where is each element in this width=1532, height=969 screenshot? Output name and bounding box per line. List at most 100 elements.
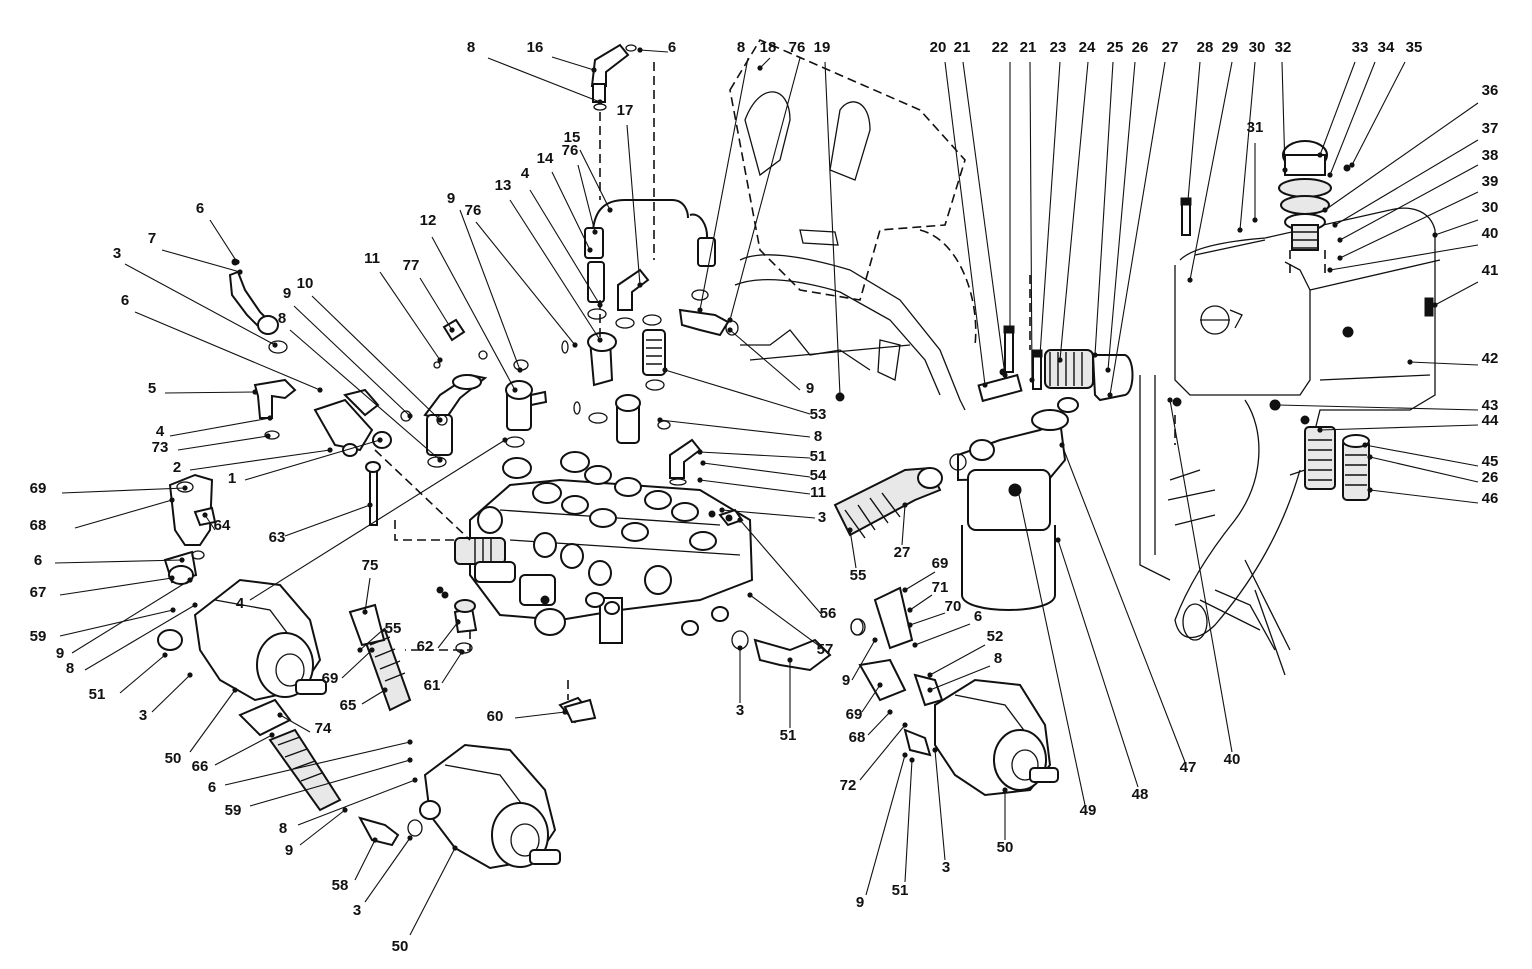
- leader-line: [867, 711, 891, 736]
- leader-line: [509, 199, 601, 341]
- callout-label-68: 68: [30, 517, 47, 534]
- leader-line: [279, 714, 311, 733]
- callout-label-45: 45: [1482, 453, 1499, 470]
- callout-label-55: 55: [385, 620, 402, 637]
- hydraulic-tank: [1139, 140, 1441, 676]
- leader-line: [1187, 61, 1201, 201]
- callout-label-39: 39: [1482, 173, 1499, 190]
- callout-label-8: 8: [278, 310, 286, 327]
- leader-line: [1239, 61, 1256, 231]
- callout-label-60: 60: [487, 708, 504, 725]
- leader-dot: [927, 687, 933, 693]
- leader-dot: [512, 387, 518, 393]
- leader-dot: [657, 417, 663, 423]
- hydraulic-pump-left: [157, 578, 327, 702]
- leader-dot: [637, 47, 643, 53]
- leader-line: [1094, 61, 1114, 356]
- guide-lines: [374, 62, 1326, 700]
- leader-dot: [407, 757, 413, 763]
- leader-line: [1189, 61, 1233, 281]
- leader-dot: [377, 437, 383, 443]
- leader-dot: [1362, 442, 1368, 448]
- leader-line: [364, 837, 411, 903]
- leader-line: [1329, 244, 1479, 271]
- leader-dot: [697, 477, 703, 483]
- leader-dot: [737, 645, 743, 651]
- leader-line: [865, 754, 906, 896]
- leader-dot: [837, 392, 843, 398]
- hydraulic-pump-center: [419, 743, 561, 870]
- callout-label-72: 72: [840, 777, 857, 794]
- leader-dot: [1015, 487, 1021, 493]
- leader-dot: [1055, 537, 1061, 543]
- leader-dot: [1002, 787, 1008, 793]
- callout-label-8: 8: [66, 660, 74, 677]
- callout-label-8: 8: [994, 650, 1002, 667]
- callout-label-21: 21: [954, 39, 971, 56]
- leader-dot: [1105, 367, 1111, 373]
- callout-label-71: 71: [932, 579, 949, 596]
- callout-label-16: 16: [527, 39, 544, 56]
- leader-dot: [437, 357, 443, 363]
- leader-dot: [637, 282, 643, 288]
- leader-line: [1339, 164, 1479, 241]
- leader-line: [475, 221, 576, 346]
- leader-line: [664, 369, 811, 415]
- leader-line: [859, 724, 906, 781]
- leader-line: [1434, 219, 1479, 236]
- callout-label-8: 8: [467, 39, 475, 56]
- callout-label-63: 63: [269, 529, 286, 546]
- leader-dot: [907, 622, 913, 628]
- callout-label-53: 53: [810, 406, 827, 423]
- callout-label-69: 69: [30, 480, 47, 497]
- callout-label-77: 77: [403, 257, 420, 274]
- leader-dot: [237, 269, 243, 275]
- callout-label-42: 42: [1482, 350, 1499, 367]
- callout-label-18: 18: [760, 39, 777, 56]
- callout-label-51: 51: [89, 686, 106, 703]
- leader-line: [224, 741, 411, 786]
- callout-label-6: 6: [121, 292, 129, 309]
- leader-line: [1057, 539, 1139, 788]
- callout-label-41: 41: [1482, 262, 1499, 279]
- leader-dot: [787, 657, 793, 663]
- leader-dot: [877, 682, 883, 688]
- leader-line: [151, 674, 191, 713]
- leader-dot: [272, 342, 278, 348]
- callout-label-1: 1: [228, 470, 236, 487]
- leader-dot: [1367, 487, 1373, 493]
- callout-label-38: 38: [1482, 147, 1499, 164]
- leader-dot: [1337, 255, 1343, 261]
- leader-line: [904, 571, 936, 591]
- leader-line: [1281, 61, 1286, 171]
- leader-dot: [1332, 222, 1338, 228]
- leader-dot: [597, 337, 603, 343]
- leader-dot: [592, 229, 598, 235]
- leader-dot: [700, 460, 706, 466]
- leader-line: [699, 451, 811, 459]
- leader-line: [702, 462, 811, 478]
- leader-line: [729, 329, 801, 391]
- leader-line: [361, 689, 386, 705]
- leader-line: [934, 749, 946, 861]
- leader-line: [944, 61, 986, 386]
- leader-line: [54, 559, 183, 564]
- leader-line: [249, 759, 411, 807]
- callout-label-11: 11: [810, 484, 826, 501]
- leader-line: [1329, 61, 1376, 176]
- leader-dot: [187, 577, 193, 583]
- callout-label-62: 62: [417, 638, 434, 655]
- callout-label-3: 3: [113, 245, 121, 262]
- callout-label-66: 66: [192, 758, 209, 775]
- leader-dot: [362, 609, 368, 615]
- callout-label-26: 26: [1132, 39, 1149, 56]
- leader-line: [1334, 139, 1479, 226]
- callout-label-2: 2: [173, 459, 181, 476]
- leader-dot: [232, 687, 238, 693]
- leader-dot: [572, 342, 578, 348]
- leader-dot: [747, 592, 753, 598]
- leader-dot: [562, 709, 568, 715]
- leader-dot: [1327, 267, 1333, 273]
- leader-line: [721, 509, 816, 519]
- leader-dot: [234, 259, 240, 265]
